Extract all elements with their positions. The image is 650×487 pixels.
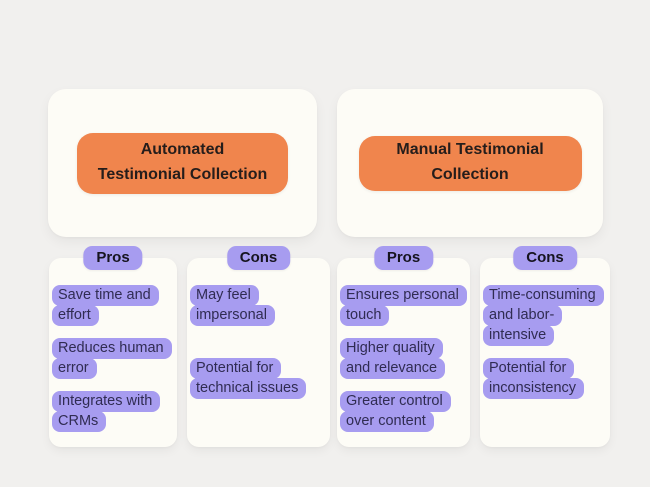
automated-cons-column: Cons May feel impersonal Potential for t… bbox=[187, 246, 330, 447]
list-item: Reduces human error bbox=[52, 338, 172, 379]
automated-pros-items: Save time and effort Reduces human error… bbox=[49, 258, 177, 432]
manual-cons-badge: Cons bbox=[513, 246, 577, 270]
list-item: Potential for inconsistency bbox=[483, 358, 585, 399]
list-item: Higher quality and relevance bbox=[340, 338, 446, 379]
automated-pros-column: Pros Save time and effort Reduces human … bbox=[49, 246, 177, 447]
manual-cons-items: Time-consuming and labor- intensive Pote… bbox=[480, 258, 610, 399]
automated-cons-badge: Cons bbox=[226, 246, 291, 270]
manual-collection-title: Manual Testimonial Collection bbox=[358, 135, 582, 191]
manual-pros-badge: Pros bbox=[373, 246, 434, 270]
manual-collection-card: Manual Testimonial Collection bbox=[337, 89, 603, 237]
list-item: Ensures personal touch bbox=[340, 285, 467, 326]
list-item: Save time and effort bbox=[52, 285, 159, 326]
list-item: Integrates with CRMs bbox=[52, 391, 161, 432]
automated-collection-title: Automated Testimonial Collection bbox=[77, 132, 288, 194]
list-item: Time-consuming and labor- intensive bbox=[483, 285, 604, 346]
list-item: May feel impersonal bbox=[190, 285, 275, 326]
automated-pros-badge: Pros bbox=[83, 246, 143, 270]
manual-pros-items: Ensures personal touch Higher quality an… bbox=[337, 258, 470, 432]
list-item: Potential for technical issues bbox=[190, 358, 307, 399]
automated-collection-card: Automated Testimonial Collection bbox=[48, 89, 317, 237]
manual-cons-column: Cons Time-consuming and labor- intensive… bbox=[480, 246, 610, 447]
list-item: Greater control over content bbox=[340, 391, 451, 432]
manual-pros-column: Pros Ensures personal touch Higher quali… bbox=[337, 246, 470, 447]
automated-cons-items: May feel impersonal Potential for techni… bbox=[187, 258, 330, 399]
